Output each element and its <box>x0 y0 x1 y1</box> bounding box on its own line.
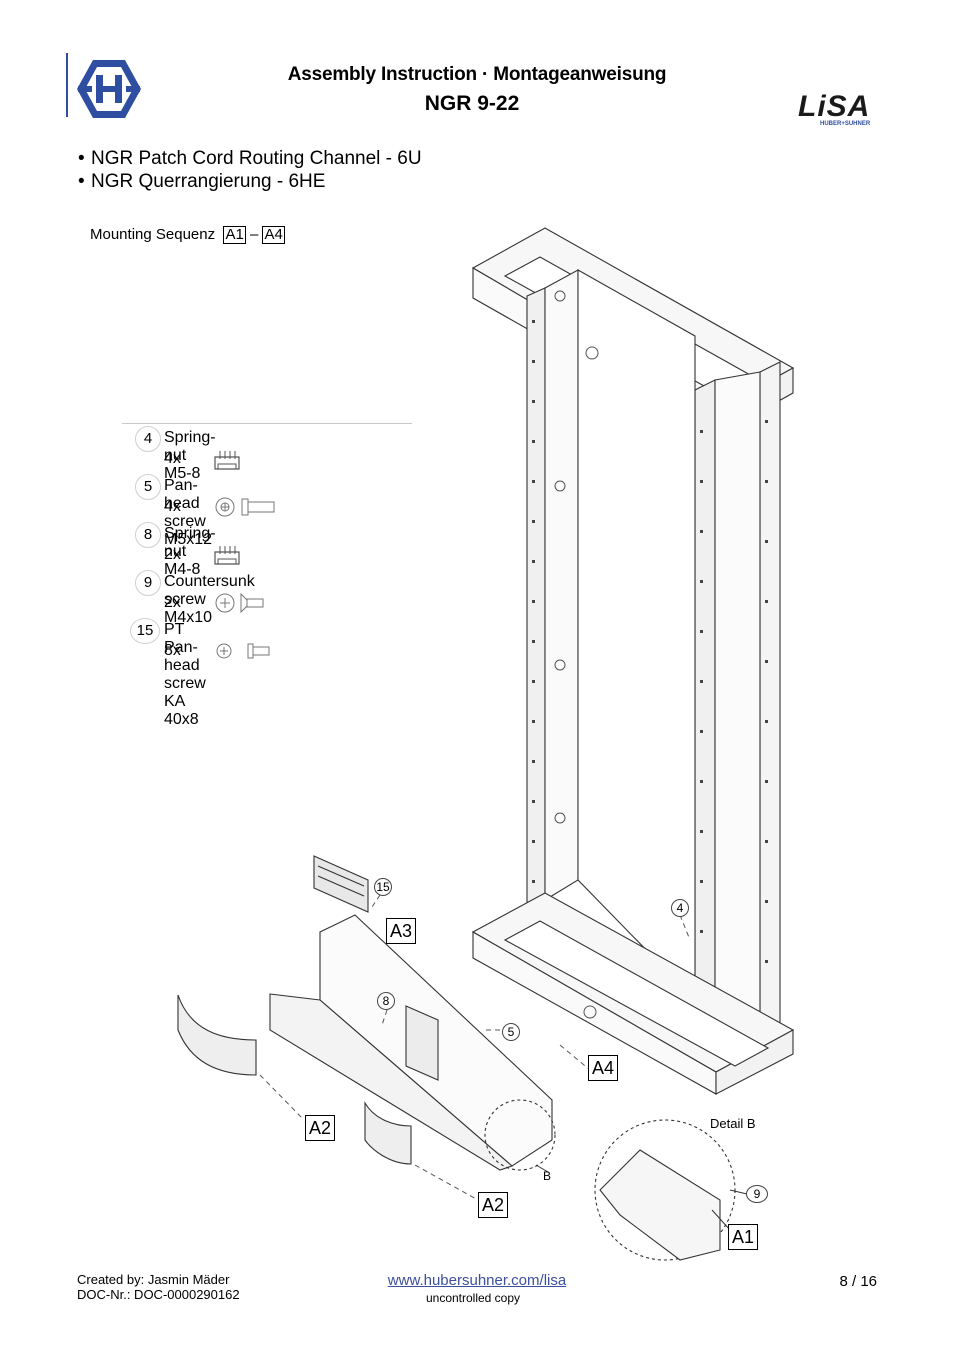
step-label-a1: A1 <box>728 1224 759 1250</box>
document-title: Assembly Instruction · Montageanweisung <box>287 64 667 85</box>
step-label-a2-left: A2 <box>305 1115 336 1141</box>
part-quantity: 4x <box>164 498 181 515</box>
uncontrolled-note: uncontrolled copy <box>425 1291 521 1305</box>
spring-nut-icon <box>214 546 240 565</box>
detail-title: Detail B <box>710 1116 756 1131</box>
pt-screw-icon <box>216 643 270 659</box>
mounting-sequence: Mounting Sequenz A1 – A4 <box>90 226 285 244</box>
callout-15: 9 <box>746 1185 768 1203</box>
part-name: PT Pan-head screw KA 40x8 <box>164 621 206 728</box>
part-number: 9 <box>135 570 161 596</box>
document-number: DOC-Nr.: DOC-0000290162 <box>77 1287 240 1302</box>
part-number: 15 <box>130 618 160 644</box>
created-by: Created by: Jasmin Mäder <box>77 1272 230 1287</box>
detail-marker: B <box>543 1169 552 1183</box>
spring-nut-icon <box>214 451 240 470</box>
header-rule <box>66 53 68 117</box>
lisa-logo-text: LiSA <box>798 90 871 123</box>
part-quantity: 4x <box>164 450 181 467</box>
step-label-a2-right: A2 <box>478 1192 509 1218</box>
page-number: 8 / 16 <box>839 1273 877 1290</box>
part-name: Spring-nut M4-8 <box>164 525 216 578</box>
part-quantity: 8x <box>164 642 181 659</box>
bullet-item-en: •NGR Patch Cord Routing Channel - 6U <box>78 148 422 169</box>
part-quantity: 2x <box>164 546 181 563</box>
product-title: NGR 9-22 <box>424 92 520 115</box>
bullet-icon: • <box>78 148 85 169</box>
step-label-end: A4 <box>262 226 285 244</box>
part-name: Countersunk screw M4x10 <box>164 573 255 626</box>
part-number: 8 <box>135 522 161 548</box>
part-name: Pan-head screw M5x12 <box>164 477 213 548</box>
part-number: 5 <box>135 474 161 500</box>
bullet-item-de: •NGR Querrangierung - 6HE <box>78 171 326 192</box>
step-label-a3: A3 <box>386 918 417 944</box>
lisa-logo: LiSA HUBER+SUHNER <box>798 92 886 132</box>
step-label-a4: A4 <box>588 1055 619 1081</box>
callout-4: 4 <box>671 899 689 917</box>
part-quantity: 2x <box>164 594 181 611</box>
callout-8: 8 <box>377 992 395 1010</box>
step-label-start: A1 <box>223 226 246 244</box>
bullet-icon: • <box>78 171 85 192</box>
parts-divider <box>122 423 412 424</box>
huber-suhner-logo <box>76 58 142 120</box>
lisa-logo-subtext: HUBER+SUHNER <box>820 121 871 127</box>
part-name: Spring-nut M5-8 <box>164 429 216 482</box>
part-number: 4 <box>135 426 161 452</box>
website-link[interactable]: www.hubersuhner.com/lisa <box>387 1272 567 1289</box>
countersunk-screw-icon <box>215 592 264 614</box>
callout-5: 5 <box>502 1023 520 1041</box>
callout-9: 15 <box>374 878 392 896</box>
pan-head-screw-icon <box>215 497 275 517</box>
